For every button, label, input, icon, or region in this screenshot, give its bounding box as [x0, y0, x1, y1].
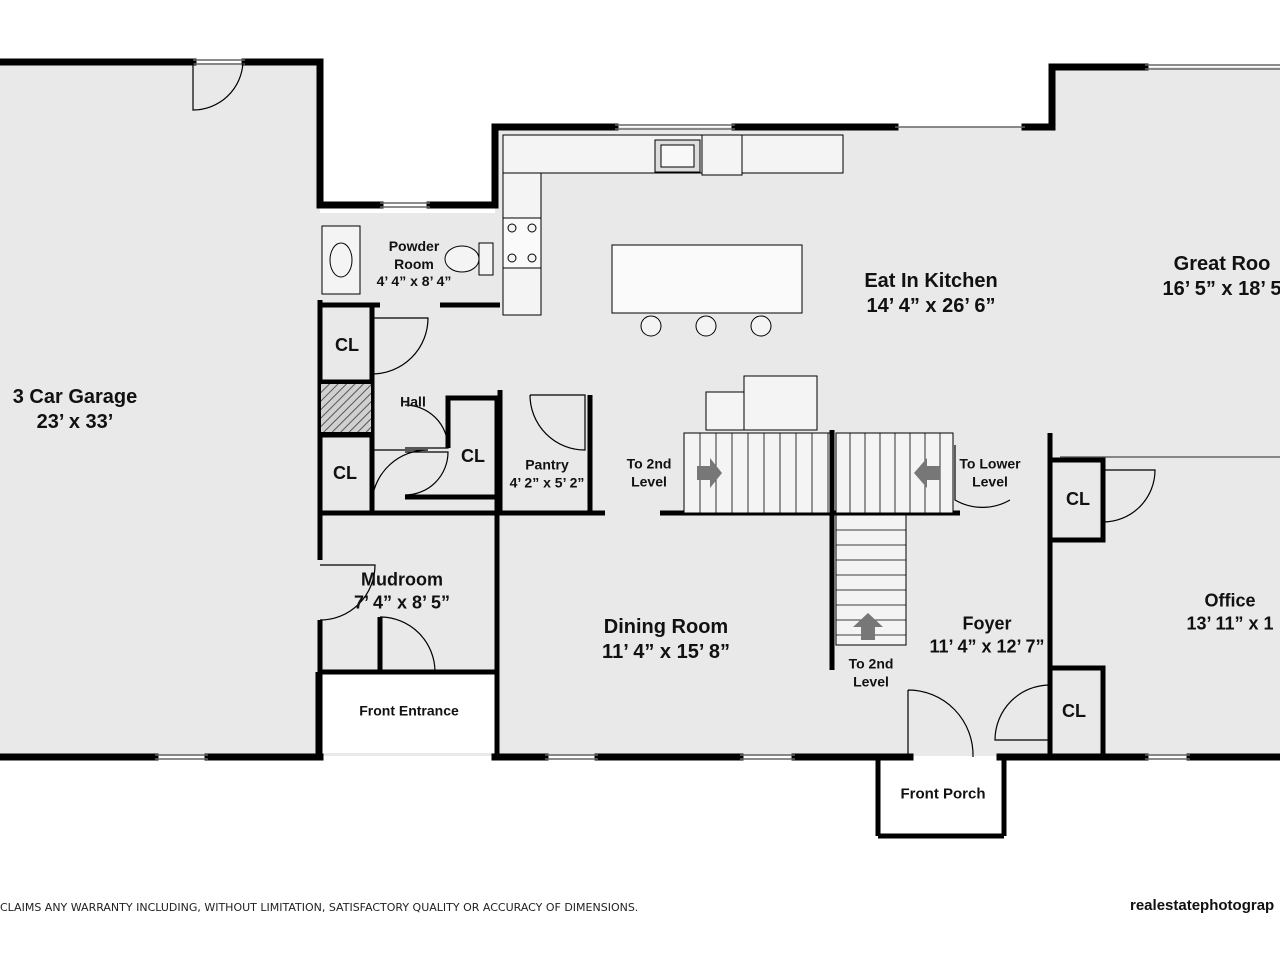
garage-name: 3 Car Garage: [12, 386, 138, 408]
kitchen-label: Eat In Kitchen 14’ 4” x 26’ 6”: [864, 269, 997, 319]
burner: [527, 223, 537, 233]
chimney-hatch: [319, 382, 373, 434]
closet-label: CL: [335, 334, 359, 357]
closet-label: CL: [461, 445, 485, 468]
great-room-dims: 16’ 5” x 18’ 5: [1162, 278, 1280, 300]
foyer-label: Foyer 11’ 4” x 12’ 7”: [929, 613, 1044, 658]
front-porch-label: Front Porch: [901, 786, 986, 805]
hall-label: Hall: [400, 393, 426, 411]
stairs-up-left-label: To 2nd Level: [627, 456, 672, 491]
closet-text: CL: [1062, 700, 1086, 721]
floor-areas: [0, 63, 1280, 836]
mudroom-dims: 7’ 4” x 8’ 5”: [353, 592, 451, 612]
kitchen-dims: 14’ 4” x 26’ 6”: [866, 295, 996, 317]
stairs-lower-label: To Lower Level: [959, 456, 1020, 491]
office-name: Office: [1204, 590, 1256, 611]
stair-arrows: [697, 458, 940, 640]
closet-text: CL: [335, 334, 359, 355]
powder-name-2: Room: [394, 255, 434, 272]
office-label: Office 13’ 11” x 1: [1186, 590, 1273, 635]
fridge: [743, 375, 818, 431]
stairs-lower-line1: To Lower: [959, 455, 1021, 472]
stairs-up-left-line2: Level: [631, 473, 667, 489]
exterior-walls: [0, 58, 1280, 761]
stool: [750, 315, 772, 337]
stool: [640, 315, 662, 337]
kitchen-name: Eat In Kitchen: [864, 270, 998, 292]
stairs-up-foyer-label: To 2nd Level: [849, 656, 894, 691]
powder-label: Powder Room 4’ 4” x 8’ 4”: [377, 238, 452, 291]
kitchen-fixtures: [502, 134, 844, 431]
hall-name: Hall: [400, 393, 426, 410]
stairs-up-left-line1: To 2nd: [626, 455, 672, 472]
front-entrance-floor: [320, 673, 496, 753]
closet-text: CL: [1066, 488, 1090, 509]
office-dims: 13’ 11” x 1: [1186, 613, 1274, 633]
arrow-left-icon: [914, 458, 940, 488]
island: [611, 244, 803, 314]
garage-label: 3 Car Garage 23’ x 33’: [13, 385, 138, 435]
garage-floor: [0, 63, 320, 756]
foyer-name: Foyer: [962, 613, 1012, 634]
stairs-up-foyer-line1: To 2nd: [848, 655, 894, 672]
disclaimer-text: CLAIMS ANY WARRANTY INCLUDING, WITHOUT L…: [0, 901, 639, 914]
closet-text: CL: [333, 462, 357, 483]
arrow-up-icon: [853, 613, 883, 640]
pantry-name: Pantry: [525, 456, 569, 473]
pantry-dims: 4’ 2” x 5’ 2”: [509, 474, 585, 490]
arrow-right-icon: [697, 458, 722, 488]
powder-fixtures: [321, 225, 494, 295]
closet-label: CL: [1066, 488, 1090, 511]
dining-label: Dining Room 11’ 4” x 15’ 8”: [602, 615, 730, 665]
powder-name-1: Powder: [388, 237, 440, 254]
dining-dims: 11’ 4” x 15’ 8”: [602, 641, 730, 663]
front-porch-floor: [878, 756, 1004, 836]
garage-dims: 23’ x 33’: [36, 411, 114, 433]
stairs-up-foyer-line2: Level: [853, 673, 889, 689]
dishwasher: [701, 134, 743, 176]
door-swings: [192, 61, 1156, 758]
stairs-lower-line2: Level: [972, 473, 1008, 489]
burner: [527, 253, 537, 263]
pantry-label: Pantry 4’ 2” x 5’ 2”: [510, 457, 585, 492]
burner: [507, 253, 517, 263]
front-entrance-label: Front Entrance: [359, 702, 459, 720]
windows: [155, 59, 1280, 760]
great-room-label: Great Roo 16’ 5” x 18’ 5: [1163, 252, 1280, 302]
right-wing-floor: [1050, 67, 1280, 756]
closet-label: CL: [333, 462, 357, 485]
toilet-tank: [478, 242, 494, 276]
washer: [705, 391, 745, 431]
brand-text: realestatephotograp: [1130, 897, 1275, 914]
dining-name: Dining Room: [603, 616, 729, 638]
foyer-dims: 11’ 4” x 12’ 7”: [929, 636, 1045, 656]
great-room-name: Great Roo: [1173, 253, 1271, 275]
stool: [695, 315, 717, 337]
mudroom-label: Mudroom 7’ 4” x 8’ 5”: [354, 569, 450, 614]
closet-label: CL: [1062, 700, 1086, 723]
front-porch-name: Front Porch: [900, 785, 986, 803]
sink-basin: [660, 144, 695, 168]
closet-text: CL: [461, 445, 485, 466]
powder-dims: 4’ 4” x 8’ 4”: [376, 272, 452, 289]
front-entrance-name: Front Entrance: [359, 702, 459, 719]
mudroom-name: Mudroom: [361, 569, 443, 590]
burner: [507, 223, 517, 233]
vanity-basin: [329, 242, 353, 278]
